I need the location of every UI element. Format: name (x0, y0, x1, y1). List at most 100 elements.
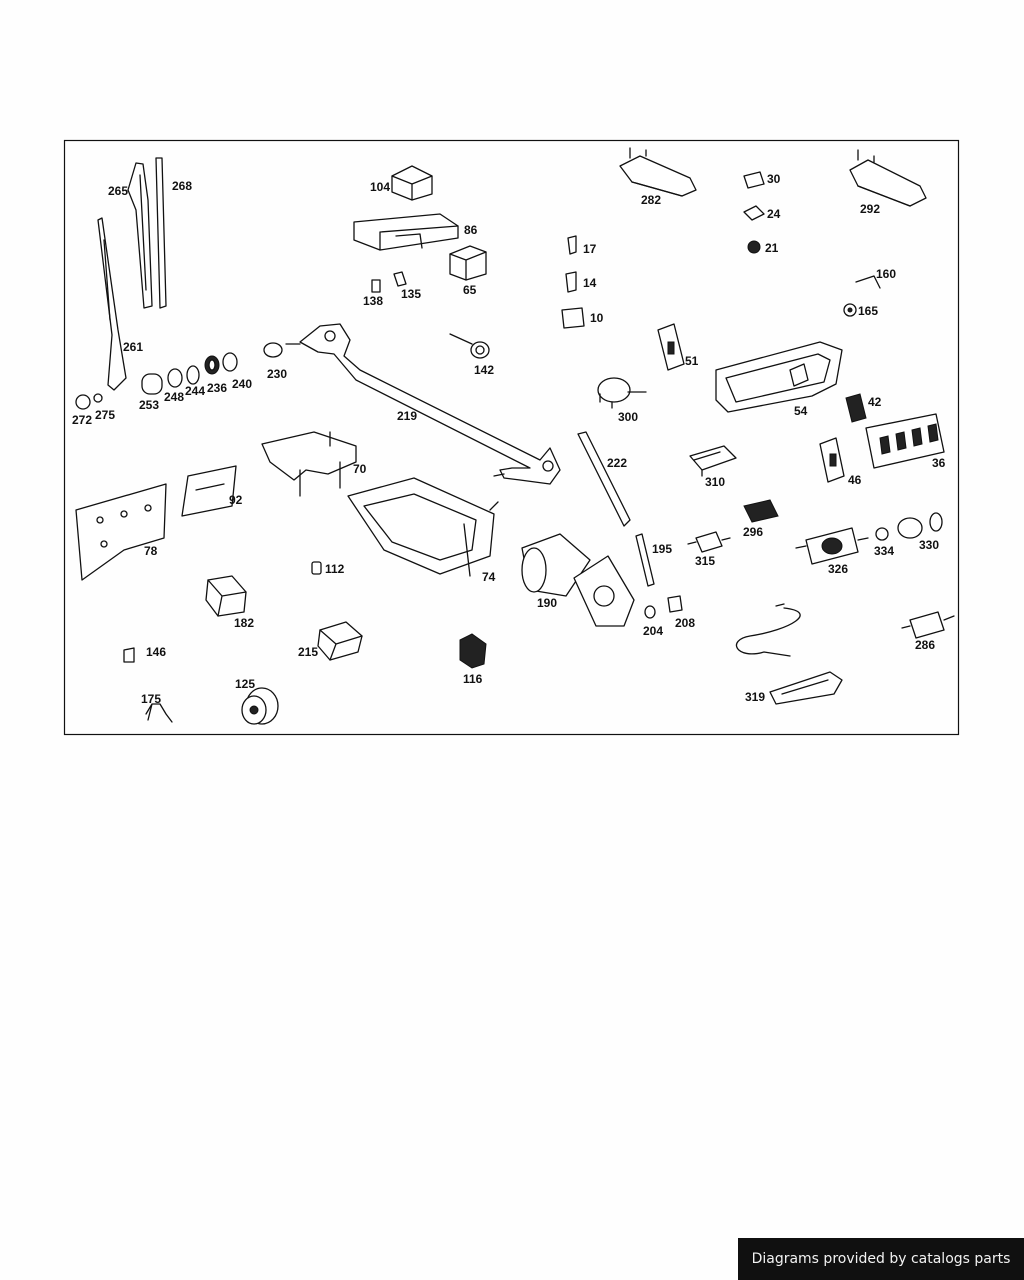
lamp-319 (736, 603, 843, 705)
relay-65 (449, 245, 487, 281)
callout-30: 30 (767, 172, 781, 186)
callout-230: 230 (267, 367, 287, 381)
callout-116: 116 (463, 672, 483, 686)
callout-261: 261 (123, 340, 143, 354)
lamp-282 (619, 147, 697, 197)
callout-195: 195 (652, 542, 672, 556)
clip-30 (743, 171, 765, 189)
switch-104 (391, 165, 433, 201)
plug-112 (311, 561, 322, 575)
diagram-frame (63, 139, 960, 736)
callout-310: 310 (705, 475, 725, 489)
callout-334: 334 (874, 544, 894, 558)
callout-165: 165 (858, 304, 878, 318)
callout-21: 21 (765, 241, 779, 255)
callout-46: 46 (848, 473, 862, 487)
lamp-socket-125 (241, 687, 279, 725)
callout-146: 146 (146, 645, 166, 659)
callout-244: 244 (185, 384, 205, 398)
callout-36: 36 (932, 456, 946, 470)
clip-24 (743, 205, 765, 221)
grommet-142 (449, 333, 490, 359)
wiper-linkage-219 (285, 323, 561, 485)
clip-135 (393, 271, 407, 287)
pin-14 (565, 271, 577, 293)
callout-54: 54 (794, 404, 808, 418)
callout-236: 236 (207, 381, 227, 395)
switch-46 (819, 437, 845, 483)
lamp-292 (849, 149, 927, 207)
bracket-70 (261, 431, 357, 497)
relay-182 (205, 575, 247, 617)
credit-banner: Diagrams provided by catalogs parts (738, 1238, 1024, 1280)
lighter-326 (795, 527, 869, 565)
callout-222: 222 (607, 456, 627, 470)
callout-10: 10 (590, 311, 604, 325)
callout-265: 265 (108, 184, 128, 198)
callout-275: 275 (95, 408, 115, 422)
clip-138 (371, 279, 381, 293)
switch-310 (689, 445, 737, 477)
callout-282: 282 (641, 193, 661, 207)
bracket-92 (181, 465, 237, 517)
connector-116 (459, 633, 487, 669)
callout-253: 253 (139, 398, 159, 412)
callout-296: 296 (743, 525, 763, 539)
switch-51 (657, 323, 685, 371)
callout-268: 268 (172, 179, 192, 193)
callout-286: 286 (915, 638, 935, 652)
clip-160 (855, 275, 881, 289)
bulb-holder-286 (901, 611, 955, 639)
wiper-blade-268 (155, 157, 167, 309)
callout-78: 78 (144, 544, 158, 558)
switch-296 (743, 499, 779, 523)
switch-42 (845, 393, 867, 423)
callout-215: 215 (298, 645, 318, 659)
callout-190: 190 (537, 596, 557, 610)
switch-panel-36 (865, 413, 945, 469)
buzzer-300 (597, 377, 647, 409)
nut-21 (747, 240, 761, 254)
callout-300: 300 (618, 410, 638, 424)
cap-10 (561, 307, 585, 329)
callout-51: 51 (685, 354, 699, 368)
callout-326: 326 (828, 562, 848, 576)
callout-24: 24 (767, 207, 781, 221)
pin-17 (567, 235, 577, 255)
callout-138: 138 (363, 294, 383, 308)
clip-146 (123, 647, 135, 663)
lever-222 (577, 431, 631, 527)
callout-86: 86 (464, 223, 478, 237)
wiper-motor-190 (521, 533, 635, 627)
callout-142: 142 (474, 363, 494, 377)
callout-160: 160 (876, 267, 896, 281)
plate-78 (75, 483, 167, 581)
callout-315: 315 (695, 554, 715, 568)
callout-319: 319 (745, 690, 765, 704)
switch-315 (687, 531, 731, 553)
callout-70: 70 (353, 462, 367, 476)
console-54 (715, 341, 843, 413)
callout-272: 272 (72, 413, 92, 427)
callout-182: 182 (234, 616, 254, 630)
part-334 (875, 527, 889, 541)
callout-135: 135 (401, 287, 421, 301)
lighter-insert-330 (897, 512, 943, 539)
washers-group (75, 342, 283, 410)
flasher-215 (317, 621, 363, 661)
bracket-195 (635, 533, 655, 587)
callout-104: 104 (370, 180, 390, 194)
callout-175: 175 (141, 692, 161, 706)
grommet-208 (667, 595, 683, 613)
callout-204: 204 (643, 624, 663, 638)
callout-74: 74 (482, 570, 496, 584)
callout-14: 14 (583, 276, 597, 290)
callout-42: 42 (868, 395, 882, 409)
callout-248: 248 (164, 390, 184, 404)
wiper-blade-265 (127, 162, 153, 309)
tray-74 (347, 477, 499, 577)
callout-330: 330 (919, 538, 939, 552)
washer-204 (644, 605, 656, 619)
callout-292: 292 (860, 202, 880, 216)
callout-92: 92 (229, 493, 243, 507)
